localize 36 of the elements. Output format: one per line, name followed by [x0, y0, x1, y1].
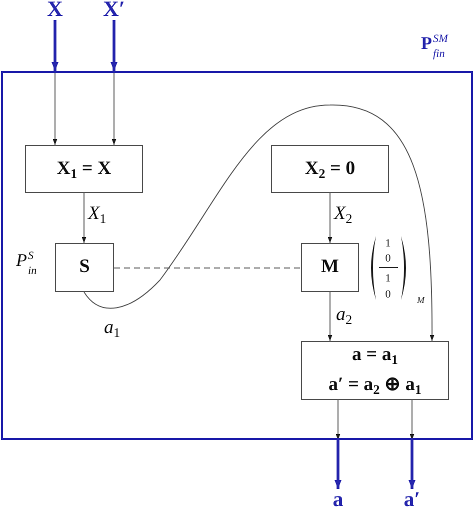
input-label: X′	[102, 0, 126, 20]
arrow	[334, 440, 342, 489]
edge-label: a$_{2}$	[336, 305, 352, 324]
edge-label: X$_{2}$	[334, 204, 352, 223]
process-box	[301, 341, 449, 400]
vector-entry: 0	[385, 254, 391, 264]
edge-label: X$_{1}$	[88, 204, 106, 223]
formula-text: X$_{2}$ = 0	[304, 158, 356, 180]
edge-label: a$_{1}$	[104, 318, 120, 337]
arrow	[410, 400, 414, 440]
arrow	[112, 70, 116, 146]
curved-arrow	[84, 104, 434, 342]
process-box	[301, 243, 359, 292]
arrow	[328, 192, 332, 244]
arrow	[328, 292, 332, 342]
arrow	[336, 400, 340, 440]
formula-text: a = a$_{1}$	[352, 345, 398, 366]
vector-entry: 1	[385, 238, 391, 250]
formula-text: X$_{1}$ = X	[56, 158, 112, 180]
arrow	[52, 70, 58, 146]
formula-text: S	[79, 257, 90, 278]
process-box	[271, 145, 389, 193]
input-label: X	[47, 0, 63, 20]
vector-subscript: M	[417, 296, 424, 305]
process-box	[55, 243, 114, 292]
formula-text: M	[321, 257, 339, 278]
vector-entry: 1	[385, 274, 391, 284]
process-box	[25, 145, 143, 193]
arrow	[82, 192, 86, 244]
arrow	[110, 20, 118, 71]
arrow	[408, 440, 416, 489]
vector-entry: 0	[385, 290, 391, 300]
output-label: a	[332, 489, 344, 510]
output-label: a′	[404, 489, 420, 510]
arrow	[52, 20, 58, 71]
formula-text: a′ = a$_{2}$ ⊕ a$_{1}$	[328, 375, 422, 396]
